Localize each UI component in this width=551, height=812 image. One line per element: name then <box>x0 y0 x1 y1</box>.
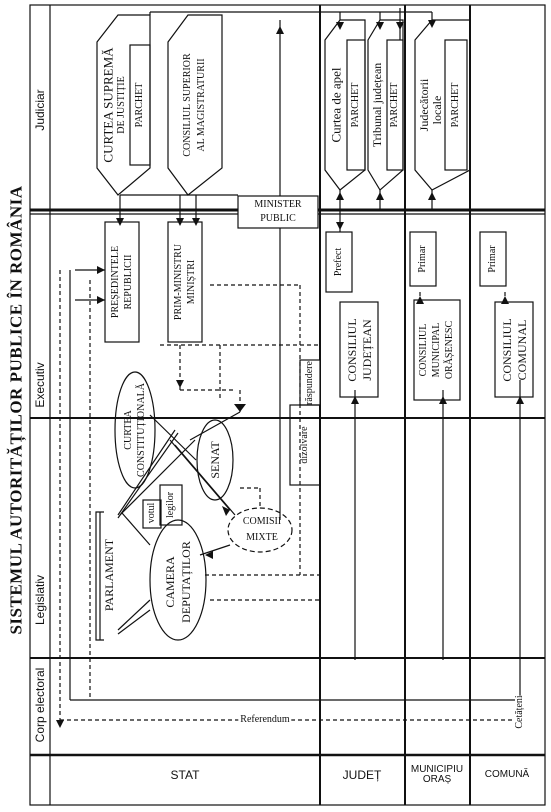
votul-line2: legilor <box>165 491 176 519</box>
prim-ministru-label: PRIM-MINISTRU <box>173 243 184 321</box>
republicii-label: REPUBLICII <box>123 254 134 310</box>
al-magistraturii-label: AL MAGISTRATURII <box>196 58 207 152</box>
parchet-2-label: PARCHET <box>350 82 361 128</box>
ellipse-senat <box>196 419 234 501</box>
parchet-4-label: PARCHET <box>450 82 461 128</box>
box-parchet-4 <box>444 39 468 171</box>
comisii-line2: MIXTE <box>246 532 278 543</box>
primar-2-label: Primar <box>487 245 498 273</box>
ellipse-comisii-mixte <box>227 507 293 553</box>
consiliul-comunal-line1: CONSILIUL <box>500 318 514 382</box>
parchet-1-label: PARCHET <box>134 82 145 128</box>
curtea-constitutionala-line2: CONSTITUȚIONALĂ <box>136 383 147 477</box>
ellipse-camera-deputatilor <box>149 519 207 641</box>
senat-label: SENAT <box>208 441 222 479</box>
curtea-de-apel-label: Curtea de apel <box>328 67 344 143</box>
camera-line1: CAMERA <box>163 556 177 608</box>
box-minister-public <box>237 195 319 229</box>
row-label-executiv: Executiv <box>33 362 47 408</box>
box-consiliul-superior <box>167 14 223 196</box>
referendum-label: Referendum <box>238 714 292 725</box>
row-label-judiciar: Judiciar <box>33 89 47 131</box>
box-consiliul-judetean <box>339 301 379 398</box>
column-label-judet: JUDEȚ <box>342 768 382 782</box>
dizolvare-label: dizolvare <box>299 426 310 464</box>
row-label-corp-electoral: Corp electoral <box>33 667 47 743</box>
parlament-label: PARLAMENT <box>102 538 116 612</box>
box-parchet-1 <box>129 44 151 166</box>
box-presedintele <box>104 221 140 343</box>
camera-line2: DEPUTAȚILOR <box>179 541 193 623</box>
cetateni-label: Cetățeni <box>514 695 525 729</box>
consiliul-municipal-line1: CONSILIUL <box>418 323 429 377</box>
box-curtea-suprema <box>96 14 151 196</box>
box-prefect <box>325 231 353 293</box>
votul-line1: votul <box>146 502 157 524</box>
consiliul-judetean-line1: CONSILIUL <box>345 318 359 382</box>
judecatorii-label: Judecătorii <box>417 78 431 132</box>
parchet-3-label: PARCHET <box>389 82 400 128</box>
ellipse-curtea-constitutionala <box>114 371 156 489</box>
minister-public-line1: MINISTER <box>254 199 302 210</box>
box-consiliul-comunal <box>494 301 534 398</box>
consiliul-judetean-line2: JUDEȚEAN <box>360 319 374 381</box>
tribunal-judetean-label: Tribunal județean <box>370 62 384 148</box>
consiliul-municipal-line2: MUNICIPAL <box>431 322 442 378</box>
presedintele-label: PREȘEDINTELE <box>110 245 121 319</box>
consiliul-municipal-line3: ORĂȘENESC <box>444 320 455 380</box>
curtea-suprema-label: CURTEA SUPREMĂ <box>100 47 116 163</box>
column-label-municipiu: MUNICIPIU ORAȘ <box>410 764 464 785</box>
column-label-stat: STAT <box>170 768 200 782</box>
consiliul-superior-label: CONSILIUL SUPERIOR <box>182 53 193 157</box>
box-parchet-3 <box>386 39 404 171</box>
box-primar-2 <box>479 231 507 287</box>
consiliul-comunal-line2: COMUNAL <box>515 319 529 381</box>
prefect-label: Prefect <box>333 247 344 277</box>
minister-public-line2: PUBLIC <box>260 213 296 224</box>
box-parchet-2 <box>346 39 366 171</box>
column-label-comuna: COMUNĂ <box>484 769 530 780</box>
box-consiliul-municipal <box>413 299 461 401</box>
ministri-label: MINIȘTRI <box>186 259 197 305</box>
raspundere-label: răspundere <box>304 361 315 405</box>
row-label-legislativ: Legislativ <box>33 574 47 626</box>
frame <box>29 4 546 806</box>
curtea-constitutionala-line1: CURTEA <box>123 410 134 450</box>
box-prim-ministru <box>167 221 203 343</box>
comisii-line1: COMISII <box>242 516 282 527</box>
de-justitie-label: DE JUSTIȚIE <box>116 76 127 134</box>
box-primar-1 <box>409 231 437 287</box>
locale-label: locale <box>430 95 444 125</box>
page-title: SISTEMUL AUTORITĂȚILOR PUBLICE ÎN ROMÂNI… <box>6 185 26 635</box>
primar-1-label: Primar <box>417 245 428 273</box>
